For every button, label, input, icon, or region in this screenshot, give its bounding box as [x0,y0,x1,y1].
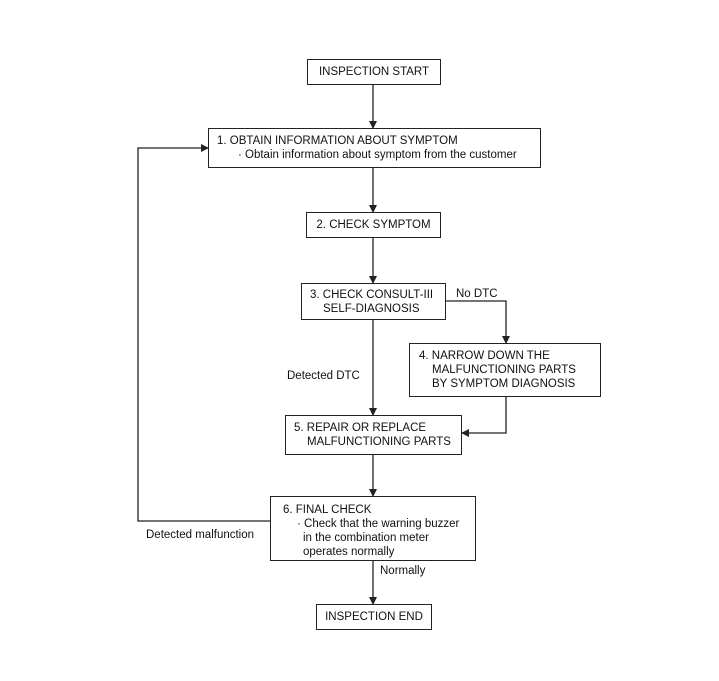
step5-line1: 5. REPAIR OR REPLACE [294,422,427,434]
step4-box: 4. NARROW DOWN THE MALFUNCTIONING PARTS … [409,343,601,397]
step3-line1: 3. CHECK CONSULT-III [310,289,434,301]
step1-title: 1. OBTAIN INFORMATION ABOUT SYMPTOM [217,135,458,147]
step4-line2: MALFUNCTIONING PARTS [432,364,576,376]
inspection-start-box: INSPECTION START [307,59,441,85]
step6-box: 6. FINAL CHECK · Check that the warning … [270,496,476,561]
inspection-start-label: INSPECTION START [318,66,430,78]
detected-dtc-label: Detected DTC [287,370,360,382]
step3-box: 3. CHECK CONSULT-III SELF-DIAGNOSIS [301,283,446,320]
step5-box: 5. REPAIR OR REPLACE MALFUNCTIONING PART… [285,415,462,455]
inspection-end-label: INSPECTION END [325,611,423,623]
step4-line1: 4. NARROW DOWN THE [419,350,550,362]
step1-detail: · Obtain information about symptom from … [238,149,517,161]
inspection-end-box: INSPECTION END [316,604,432,630]
arrow-step4-to-step5 [461,397,507,437]
step1-box: 1. OBTAIN INFORMATION ABOUT SYMPTOM · Ob… [208,128,541,168]
no-dtc-label: No DTC [456,288,498,300]
step2-box: 2. CHECK SYMPTOM [306,212,441,238]
step2-label: 2. CHECK SYMPTOM [316,219,431,231]
step4-line3: BY SYMPTOM DIAGNOSIS [432,378,576,390]
detected-malfunction-label: Detected malfunction [146,529,255,541]
step6-detail3: operates normally [303,546,395,558]
step6-detail2: in the combination meter [303,532,429,544]
arrow-step6-to-step1 [137,144,270,522]
arrow-step3-to-step4 [446,300,510,344]
step3-line2: SELF-DIAGNOSIS [323,303,420,315]
step6-title: 6. FINAL CHECK [283,504,372,516]
step6-detail1: · Check that the warning buzzer [297,518,460,530]
normally-label: Normally [380,565,426,577]
step5-line2: MALFUNCTIONING PARTS [307,436,451,448]
